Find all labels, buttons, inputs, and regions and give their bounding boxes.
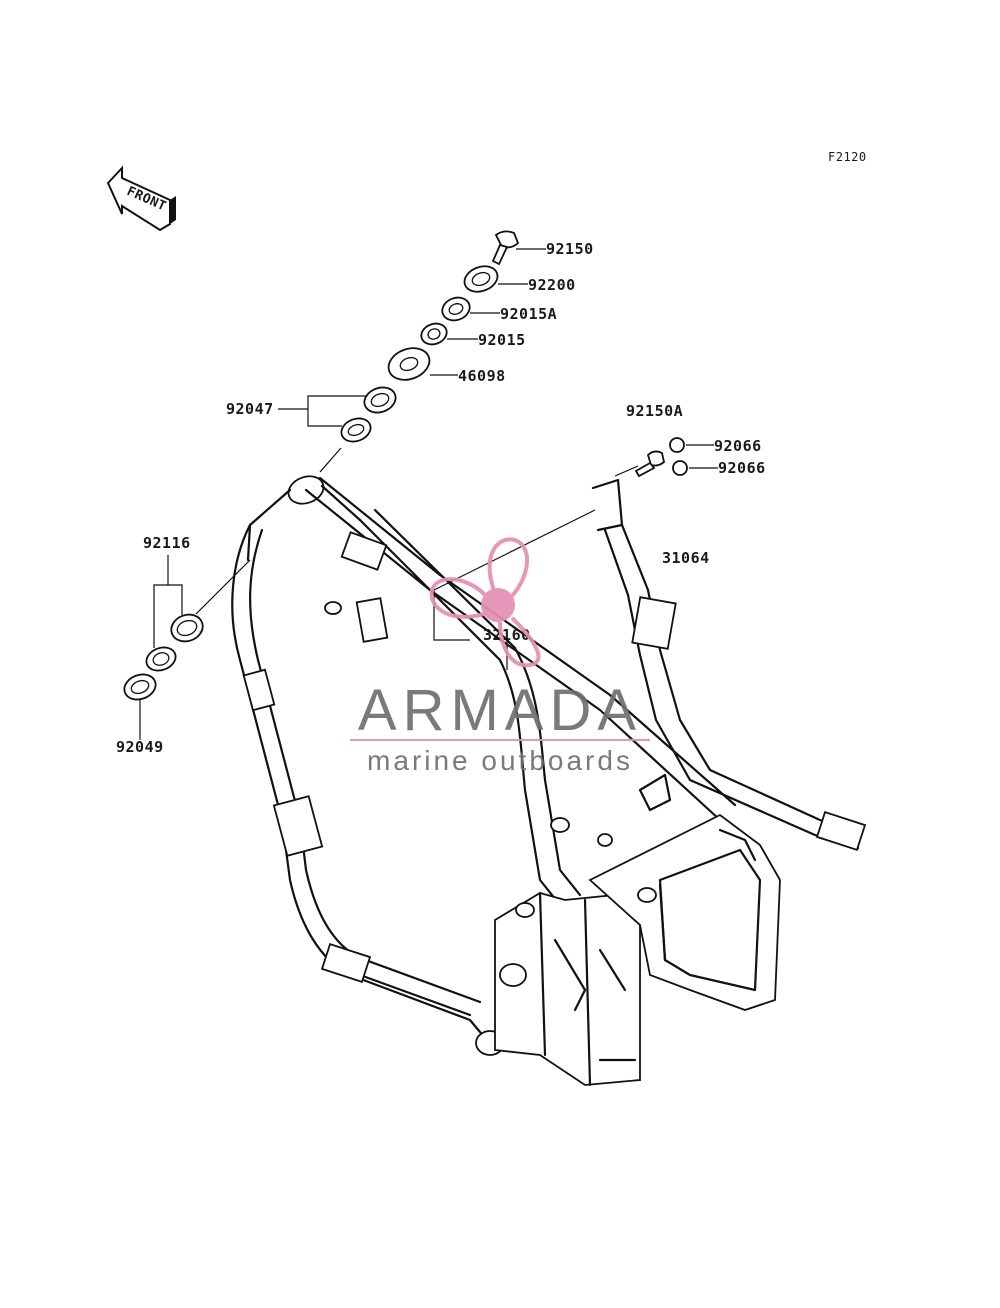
washer-92200 bbox=[463, 265, 499, 293]
propeller-hub bbox=[481, 588, 515, 622]
front-arrow-icon: FRONT bbox=[106, 165, 176, 232]
washer-92049 bbox=[123, 673, 157, 701]
watermark-name: ARMADA bbox=[358, 678, 642, 743]
watermark-tagline: marine outboards bbox=[367, 745, 633, 776]
watermark: ARMADA marine outboards bbox=[350, 537, 650, 776]
bearing-92047-upper bbox=[363, 386, 397, 414]
motorcycle-frame bbox=[231, 475, 867, 1087]
bolt-92150A bbox=[634, 450, 665, 478]
part-label-92066-b: 92066 bbox=[718, 459, 766, 477]
leader-lines bbox=[139, 248, 718, 740]
propeller-logo-icon bbox=[429, 537, 541, 668]
part-label-92116: 92116 bbox=[143, 534, 191, 552]
part-label-92015A: 92015A bbox=[500, 305, 557, 323]
part-label-46098: 46098 bbox=[458, 367, 506, 385]
part-label-92150: 92150 bbox=[546, 240, 594, 258]
part-label-92200: 92200 bbox=[528, 276, 576, 294]
part-label-92150A: 92150A bbox=[626, 402, 683, 420]
part-label-92066-a: 92066 bbox=[714, 437, 762, 455]
cap-46098 bbox=[387, 347, 431, 381]
bearing-92047-lower bbox=[340, 417, 372, 443]
nut-92015 bbox=[420, 322, 448, 346]
seal-92116-b bbox=[145, 646, 177, 672]
nut-92015A bbox=[441, 296, 471, 322]
part-label-92015: 92015 bbox=[478, 331, 526, 349]
bolt-92150 bbox=[491, 230, 520, 266]
nut-92066-b bbox=[672, 460, 688, 476]
part-label-92047: 92047 bbox=[226, 400, 274, 418]
part-label-92049: 92049 bbox=[116, 738, 164, 756]
bearing-92116-a bbox=[170, 613, 204, 643]
nut-92066-a bbox=[669, 437, 685, 453]
figure-code: F2120 bbox=[828, 150, 867, 164]
part-label-31064: 31064 bbox=[662, 549, 710, 567]
